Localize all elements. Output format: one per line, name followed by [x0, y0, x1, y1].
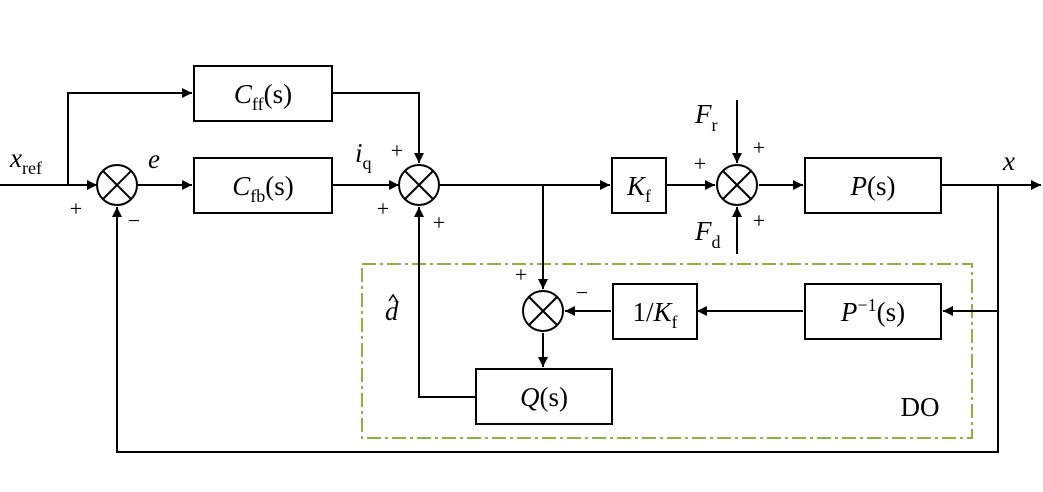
block-c-fb: Cfb(s)	[193, 157, 333, 214]
label-i-q: iq	[355, 138, 372, 173]
svg-text:Cff(s): Cff(s)	[234, 79, 292, 114]
line-output-to-inverse-plant	[943, 185, 999, 316]
line-feedback-to-sj1	[112, 207, 999, 453]
sign-sj2-top: +	[391, 138, 403, 163]
disturbance-observer-boundary	[361, 263, 973, 439]
summing-junction-4	[522, 290, 564, 332]
line-q-to-sj2	[414, 207, 476, 398]
block-c-ff: Cff(s)	[193, 65, 333, 122]
line-cff-to-sj2	[332, 92, 424, 163]
block-plant: P(s)	[804, 157, 942, 214]
sign-sj1-bottom: −	[128, 208, 140, 233]
sign-sj4-top: +	[515, 262, 527, 287]
sign-sj3-top: +	[753, 135, 765, 160]
label-f-r: Fr	[694, 99, 718, 135]
block-q-filter: Q(s)	[475, 368, 613, 425]
svg-text:P(s): P(s)	[850, 171, 896, 201]
block-inverse-plant: P−1(s)	[804, 283, 942, 340]
svg-text:P−1(s): P−1(s)	[840, 295, 905, 327]
svg-text:d: d	[385, 296, 399, 326]
label-output-x: x	[1002, 146, 1015, 176]
summing-junction-3	[716, 164, 758, 206]
svg-text:Cfb(s): Cfb(s)	[232, 171, 294, 206]
label-error-e: e	[148, 144, 160, 174]
label-f-d: Fd	[694, 216, 721, 252]
line-xref-to-cff	[67, 88, 192, 185]
sign-sj3-bottom: +	[753, 208, 765, 233]
svg-text:1/Kf: 1/Kf	[632, 297, 677, 332]
summing-junction-1	[96, 164, 138, 206]
label-d-hat: d	[385, 293, 399, 326]
svg-text:Kf: Kf	[626, 171, 651, 206]
block-k-f: Kf	[611, 157, 667, 214]
sign-sj4-right: −	[576, 280, 588, 305]
block-inverse-k-f: 1/Kf	[612, 283, 698, 340]
label-x-ref: xref	[9, 143, 42, 178]
svg-text:Q(s): Q(s)	[520, 382, 568, 412]
sign-sj2-left: +	[377, 196, 389, 221]
sign-sj1-left: +	[70, 196, 82, 221]
sign-sj3-left: +	[694, 151, 706, 176]
sign-sj2-bottom: +	[433, 210, 445, 235]
observer-label: DO	[901, 392, 940, 422]
signal-lines	[0, 88, 1041, 453]
summing-junction-2	[398, 164, 440, 206]
